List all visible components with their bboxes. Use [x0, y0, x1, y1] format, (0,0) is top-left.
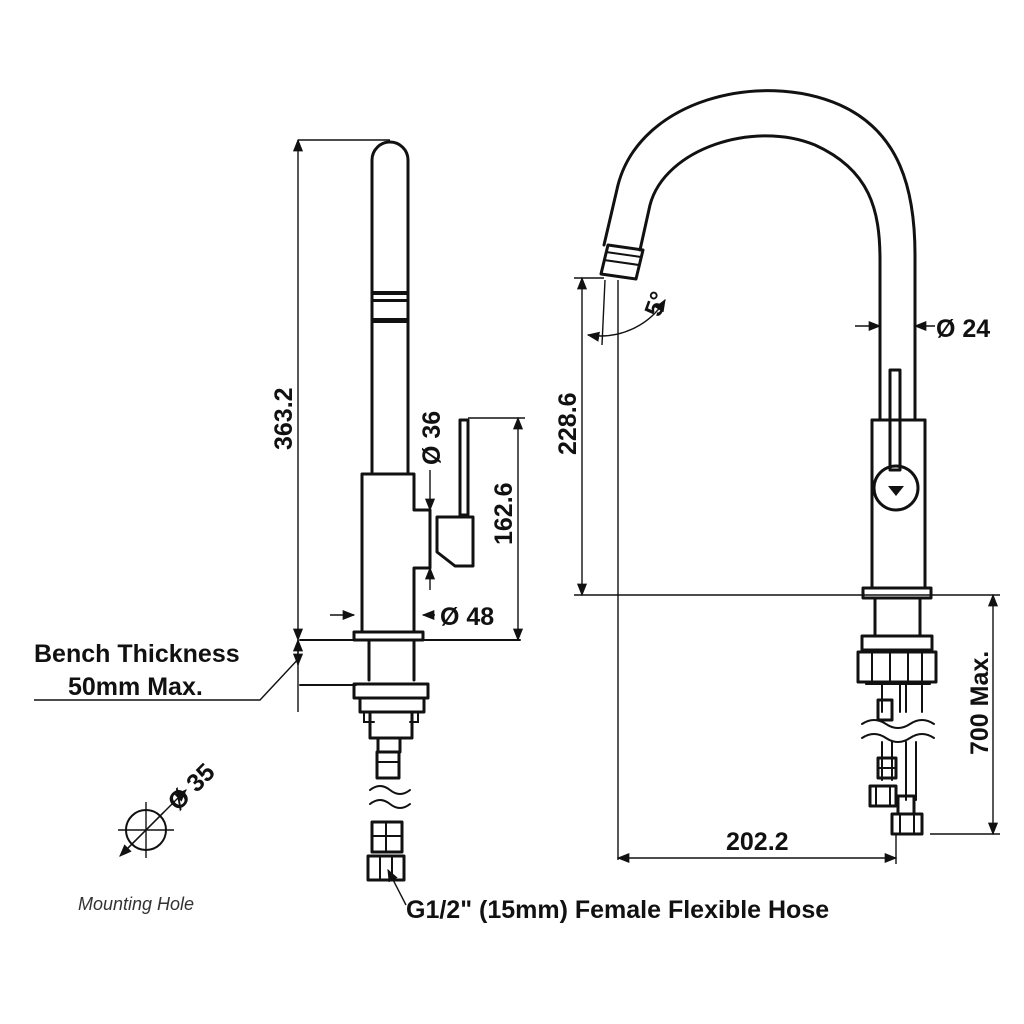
- dim-spout-reach: 202.2: [616, 828, 898, 864]
- dim-spout-height: 228.6: [554, 276, 1000, 597]
- dim-spout-angle: 5°: [586, 279, 674, 860]
- dim-lever-height: 162.6: [468, 416, 525, 642]
- dim-35-label: Ø 35: [162, 758, 220, 816]
- dim-24-label: Ø 24: [936, 315, 990, 343]
- dim-base-diameter: Ø 48: [330, 603, 494, 631]
- dim-5deg-label: 5°: [639, 288, 673, 320]
- dim-363-label: 363.2: [270, 387, 298, 450]
- mounting-hole-label: Mounting Hole: [78, 894, 194, 914]
- dim-hose-length: 700 Max.: [930, 593, 1000, 836]
- hose-label: G1/2" (15mm) Female Flexible Hose: [406, 896, 829, 924]
- dim-overall-height: 363.2: [270, 138, 390, 642]
- dim-700-label: 700 Max.: [966, 651, 994, 755]
- dim-body-diameter: Ø 36: [418, 411, 446, 590]
- side-body: [360, 472, 432, 634]
- dim-162-label: 162.6: [490, 482, 518, 545]
- side-lever-handle: [458, 418, 470, 517]
- bench-thickness-callout: Bench Thickness 50mm Max.: [34, 638, 304, 712]
- dim-48-label: Ø 48: [440, 603, 494, 631]
- hose-callout: G1/2" (15mm) Female Flexible Hose: [387, 868, 829, 924]
- dim-202-label: 202.2: [726, 828, 789, 856]
- mounting-hole-symbol: Ø 35 Mounting Hole: [78, 758, 221, 914]
- dim-228-label: 228.6: [554, 392, 582, 455]
- front-lever-hub: [872, 464, 920, 512]
- side-spout-tube: [370, 140, 410, 474]
- dim-spout-diameter: Ø 24: [855, 315, 990, 343]
- front-elevation-view: [599, 89, 938, 836]
- front-spout-outer: [602, 89, 917, 422]
- dim-36-label: Ø 36: [418, 411, 446, 465]
- side-lever-hub: [435, 515, 475, 568]
- bench-thickness-line1: Bench Thickness: [34, 640, 240, 668]
- bench-thickness-line2: 50mm Max.: [68, 673, 203, 701]
- front-spout-inner: [638, 134, 882, 422]
- side-elevation-view: [299, 140, 521, 882]
